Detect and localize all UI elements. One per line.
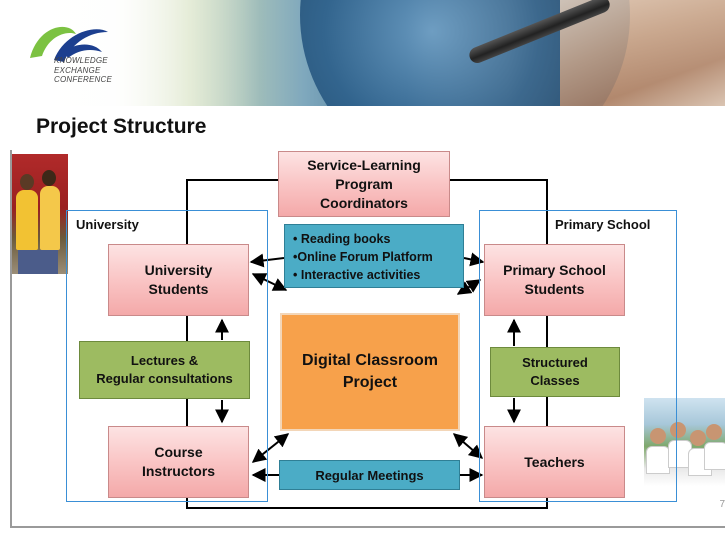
activity-item: • Interactive activities [293, 268, 421, 282]
teachers-node: Teachers [484, 426, 625, 498]
node-label: Regular consultations [96, 371, 233, 386]
logo-line: EXCHANGE [54, 65, 101, 75]
lectures-node: Lectures & Regular consultations [79, 341, 250, 399]
node-label: Classes [530, 373, 580, 388]
regular-meetings-node: Regular Meetings [279, 460, 460, 490]
slide-left-border [10, 150, 12, 526]
digital-classroom-project-node: Digital Classroom Project [280, 313, 460, 431]
banner-fade [0, 0, 260, 106]
photo-figure [706, 424, 722, 440]
header-banner: KNOWLEDGE EXCHANGE CONFERENCE [0, 0, 725, 106]
primary-school-region-label: Primary School [555, 217, 651, 232]
node-label: University [144, 262, 213, 278]
photo-figure [18, 250, 58, 274]
activity-item: • Reading books [293, 232, 391, 246]
node-label: Project [342, 374, 398, 391]
node-label: Teachers [524, 453, 585, 470]
university-students-node: University Students [108, 244, 249, 316]
logo-line: CONFERENCE [54, 75, 113, 84]
slide-title: Project Structure [36, 115, 207, 138]
node-label: Course [154, 444, 203, 460]
node-label: Students [148, 281, 209, 297]
structured-classes-node: Structured Classes [490, 347, 620, 397]
primary-school-region [479, 210, 677, 502]
photo-figure [16, 190, 38, 250]
page-number: 7 [719, 499, 725, 510]
photo-figure [704, 442, 725, 470]
node-label: Instructors [141, 463, 216, 479]
conference-logo-icon [30, 26, 108, 63]
node-label: Primary School [503, 262, 606, 278]
activity-item: •Online Forum Platform [293, 250, 433, 264]
children-photo-right [644, 398, 725, 486]
photo-figure [650, 428, 666, 444]
university-region [66, 210, 268, 502]
node-label: Coordinators [320, 194, 408, 211]
logo-text: KNOWLEDGE EXCHANGE CONFERENCE [54, 56, 112, 85]
students-photo-left [12, 154, 68, 274]
arrow-project-teachers [452, 433, 484, 459]
university-region-label: University [76, 217, 139, 232]
photo-figure [670, 422, 686, 438]
coordinators-node: Service-Learning Program Coordinators [278, 151, 450, 217]
node-label: Structured [522, 355, 588, 370]
logo-line: KNOWLEDGE [54, 56, 108, 65]
arrow-activities-uni-diag [251, 273, 288, 291]
photo-figure [42, 170, 56, 186]
primary-school-students-node: Primary School Students [484, 244, 625, 316]
arrow-activities-ps-diag [456, 279, 482, 295]
node-label: Students [524, 281, 585, 297]
node-label: Lectures & [130, 353, 199, 368]
node-label: Program [335, 175, 393, 192]
photo-figure [40, 186, 60, 250]
slide-bottom-border [10, 526, 725, 528]
photo-figure [20, 174, 34, 190]
coordinator-loop-line [186, 179, 548, 509]
banner-rule [0, 106, 725, 109]
node-label: Regular Meetings [315, 467, 424, 483]
arrow-project-instructors [251, 433, 290, 463]
course-instructors-node: Course Instructors [108, 426, 249, 498]
activities-node: • Reading books •Online Forum Platform •… [284, 224, 464, 288]
node-label: Service-Learning [307, 156, 421, 173]
node-label: Digital Classroom [301, 352, 439, 369]
photo-figure [690, 430, 706, 446]
